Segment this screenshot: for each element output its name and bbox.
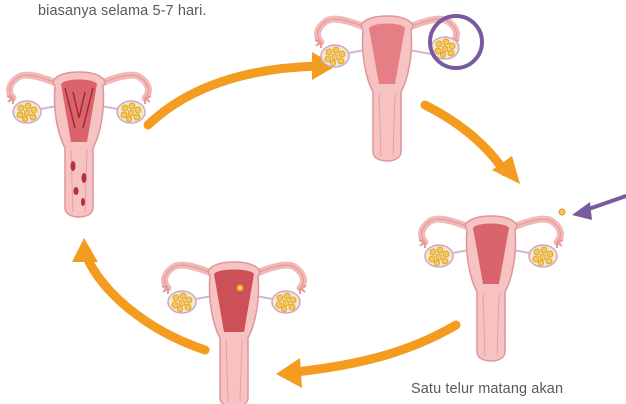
uterus-stage-egg-in-uterus xyxy=(162,262,306,404)
caption-ovulation: Satu telur matang akan xyxy=(411,381,563,397)
uterus-stage-follicle-growth xyxy=(315,16,459,161)
arrow-stage2-to-stage3 xyxy=(425,105,505,172)
arrow-stage3-to-stage4 xyxy=(295,325,456,372)
arrowhead-4 xyxy=(72,238,98,262)
uterus-stage-menstruation xyxy=(7,72,151,217)
caption-menstruation-duration: biasanya selama 5-7 hari. xyxy=(38,3,207,19)
egg-release-arrow xyxy=(572,196,626,220)
arrow-stage1-to-stage2 xyxy=(148,66,318,125)
arrowhead-3 xyxy=(276,358,302,388)
